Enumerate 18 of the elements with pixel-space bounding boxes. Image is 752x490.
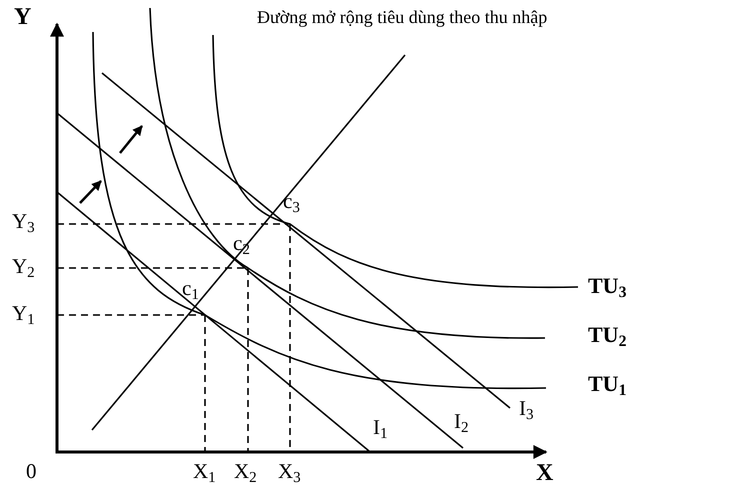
point-label: c$_{1}$: [182, 277, 199, 300]
tick-label: X$_{2}$: [234, 460, 257, 484]
curve-label: TU$_{2}$: [588, 323, 626, 348]
axis-label: X: [536, 460, 554, 486]
tick-label: X$_{3}$: [278, 460, 301, 484]
point-label: c$_{3}$: [283, 190, 300, 214]
line-label: I$_{2}$: [454, 410, 469, 434]
line-label: I$_{1}$: [373, 416, 388, 440]
tick-label: Y$_{1}$: [12, 302, 35, 326]
line-label: I$_{3}$: [519, 397, 534, 420]
tick-label: Y$_{2}$: [12, 255, 35, 278]
curve-label: Đường mở rộng tiêu dùng theo thu nhập: [257, 8, 548, 28]
axis-label: Y: [14, 4, 32, 30]
curve-label: TU$_{3}$: [588, 274, 626, 298]
origin-label: 0: [26, 460, 36, 484]
tick-label: X$_{1}$: [193, 460, 216, 484]
tick-label: Y$_{3}$: [12, 210, 35, 234]
curve-label: TU$_{1}$: [588, 372, 626, 396]
